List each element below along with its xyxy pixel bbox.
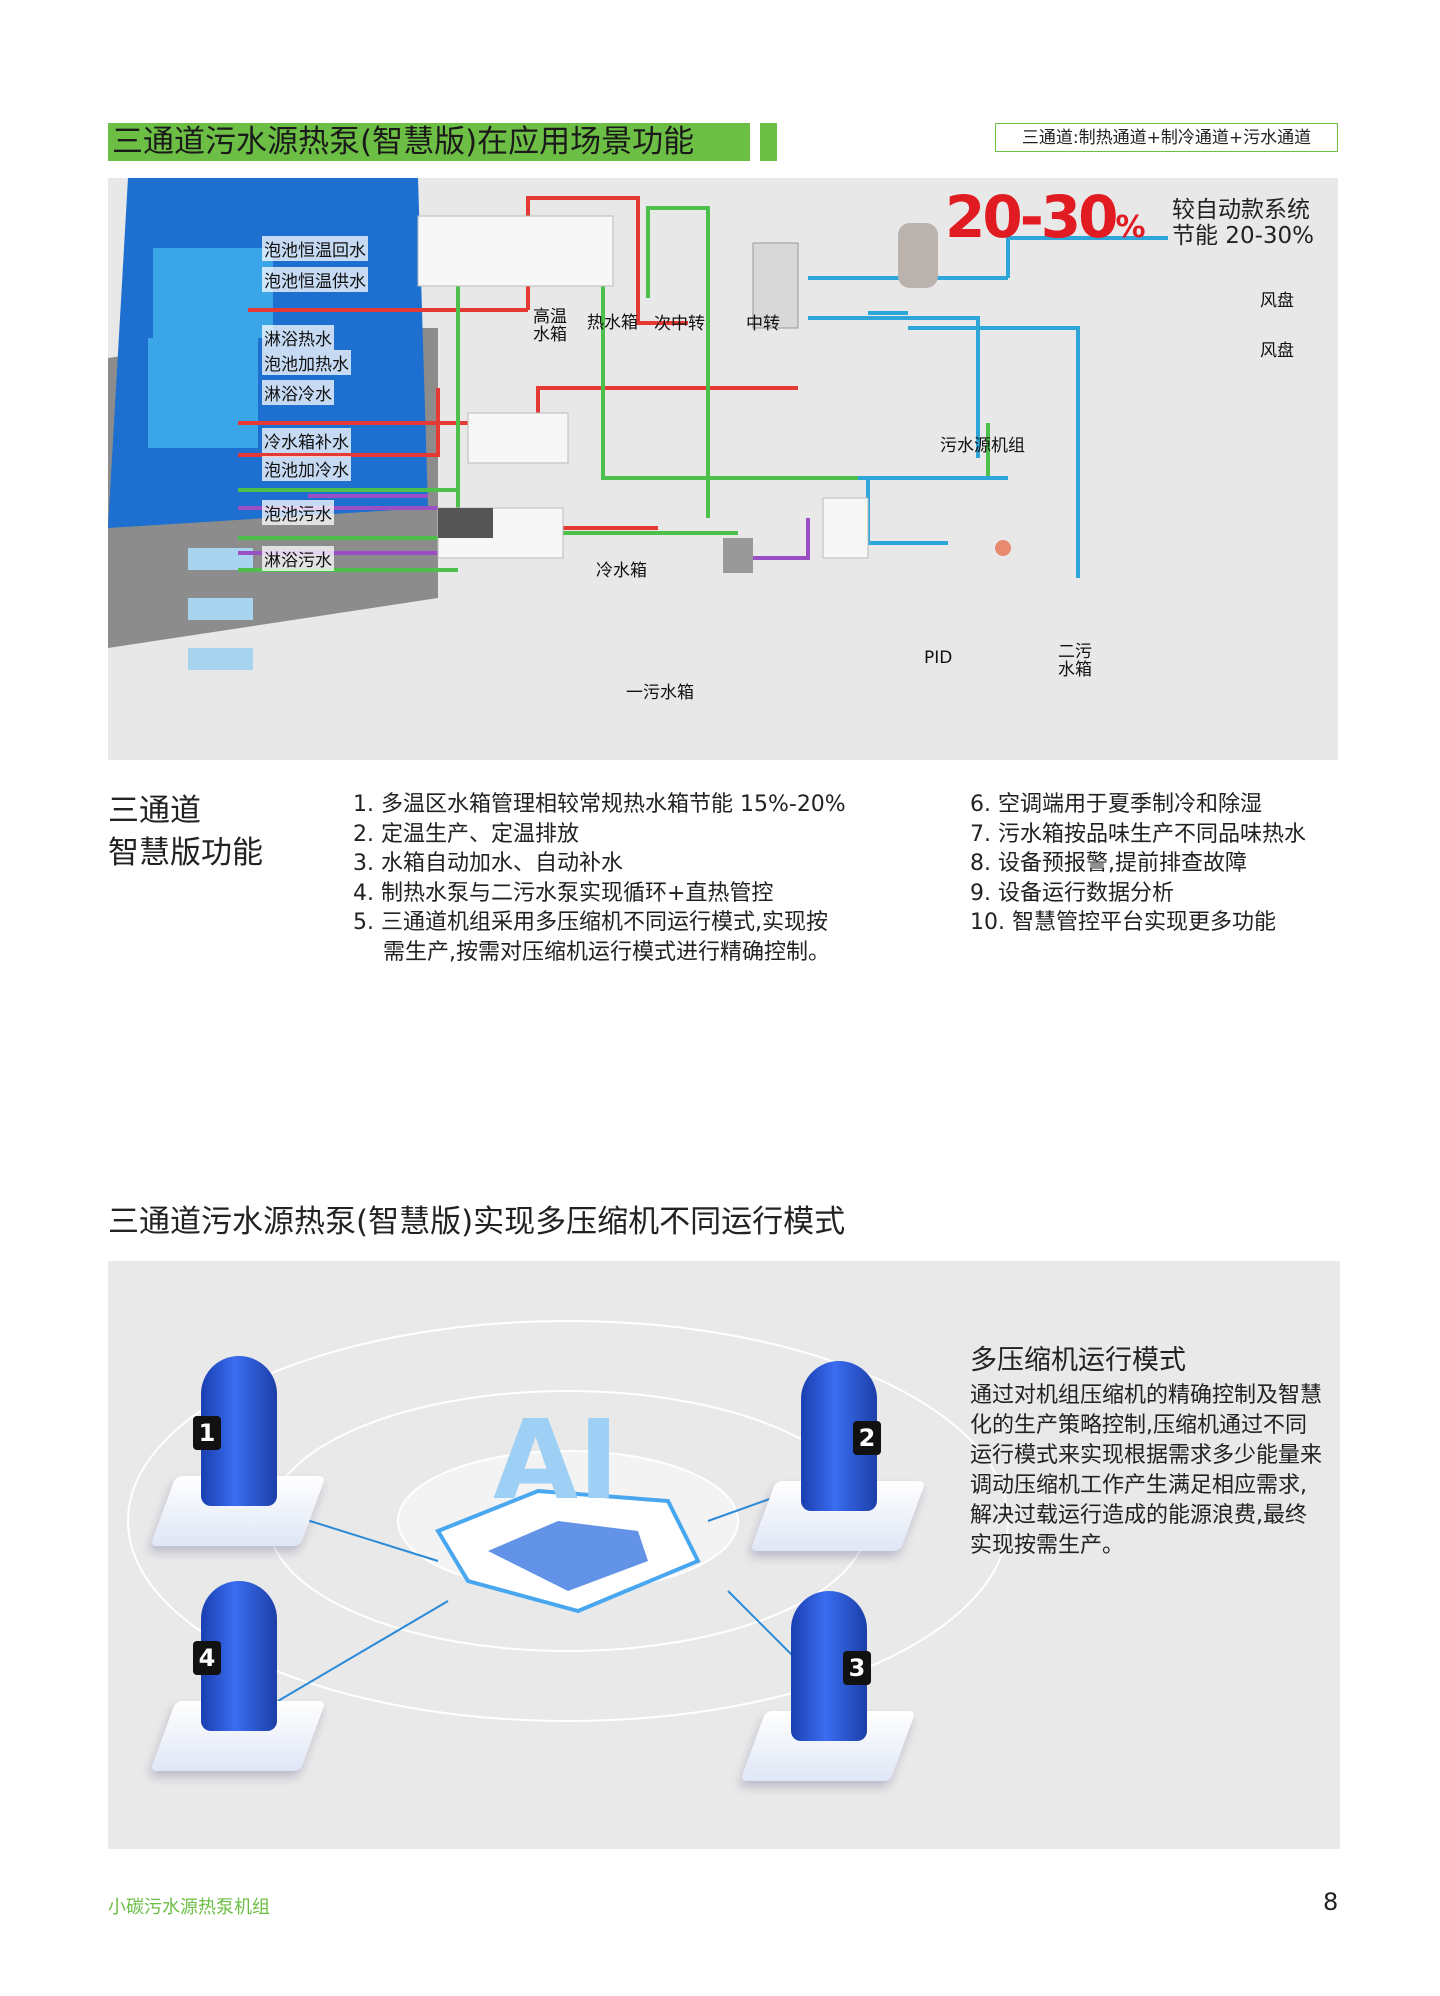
label-pool-cold: 泡池加冷水	[262, 456, 351, 481]
tank-sub-transfer: 次中转	[654, 314, 705, 334]
label-shower-hot: 淋浴热水	[262, 325, 334, 350]
feature-item: 7. 污水箱按品味生产不同品味热水	[970, 821, 1306, 847]
feature-item: 5. 三通道机组采用多压缩机不同运行模式,实现按	[353, 910, 828, 935]
label-pool-return: 泡池恒温回水	[262, 236, 368, 261]
compressor-number: 4	[193, 1641, 221, 1675]
saving-figure: 20-30%	[945, 183, 1146, 251]
saving-percent: %	[1115, 210, 1146, 245]
compressor-3: 3	[740, 1591, 916, 1791]
feature-item: 4. 制热水泵与二污水泵实现循环+直热管控	[353, 880, 774, 906]
fan-coil-1: 风盘	[1260, 291, 1294, 311]
saving-number: 20-30	[945, 183, 1118, 251]
pid-controller: PID	[924, 648, 953, 668]
feature-item: 需生产,按需对压缩机运行模式进行精确控制。	[383, 939, 830, 965]
compressor-4: 4	[150, 1581, 326, 1781]
ai-logo: AI	[493, 1396, 620, 1524]
feature-item: 6. 空调端用于夏季制冷和除湿	[970, 792, 1262, 817]
fan-coil-2: 风盘	[1260, 341, 1294, 361]
label-shower-cold: 淋浴冷水	[262, 380, 334, 405]
footer-brand: 小碳污水源热泵机组	[108, 1897, 270, 1918]
compressor-number: 3	[843, 1651, 871, 1685]
tank-hot: 热水箱	[587, 313, 638, 333]
tank-sewage-2: 二污水箱	[1058, 642, 1092, 680]
title-accent-bar	[760, 123, 777, 161]
feature-item: 8. 设备预报警,提前排查故障	[970, 851, 1247, 876]
compressor-number: 1	[193, 1416, 221, 1450]
channels-badge: 三通道:制热通道+制冷通道+污水通道	[995, 123, 1338, 152]
section2-title: 三通道污水源热泵(智慧版)实现多压缩机不同运行模式	[108, 1204, 846, 1240]
saving-note-1: 较自动款系统	[1172, 197, 1310, 223]
rings-graphic	[127, 1320, 1009, 1722]
feature-item: 1. 多温区水箱管理相较常规热水箱节能 15%-20%	[353, 792, 846, 817]
feature-item: 3. 水箱自动加水、自动补水	[353, 851, 623, 876]
sewage-source-unit: 污水源机组	[940, 436, 1025, 456]
label-pool-supply: 泡池恒温供水	[262, 267, 368, 292]
feature-item: 10. 智慧管控平台实现更多功能	[970, 910, 1276, 935]
features-heading-line2: 智慧版功能	[108, 835, 263, 871]
section-title: 三通道污水源热泵(智慧版)在应用场景功能	[108, 123, 750, 161]
label-shower-sewage: 淋浴污水	[262, 546, 334, 571]
features-list-2: 6. 空调端用于夏季制冷和除湿 7. 污水箱按品味生产不同品味热水 8. 设备预…	[970, 790, 1306, 938]
compressor-illustration: AI 1 2 3 4	[108, 1261, 1340, 1849]
label-pool-sewage: 泡池污水	[262, 500, 334, 525]
features-heading: 三通道 智慧版功能	[108, 790, 263, 874]
label-pool-heat: 泡池加热水	[262, 350, 351, 375]
compressor-2: 2	[750, 1361, 926, 1561]
compressor-number: 2	[853, 1421, 881, 1455]
mode-heading: 多压缩机运行模式	[970, 1345, 1186, 1376]
features-heading-line1: 三通道	[108, 793, 201, 829]
tank-high-temp: 高温水箱	[533, 307, 567, 345]
compressor-1: 1	[150, 1356, 326, 1556]
mode-description: 通过对机组压缩机的精确控制及智慧化的生产策略控制,压缩机通过不同运行模式来实现根…	[970, 1383, 1323, 1558]
tank-sewage-1: 一污水箱	[626, 683, 694, 703]
tank-cold: 冷水箱	[596, 561, 647, 581]
page-number: 8	[1323, 1888, 1339, 1916]
saving-note-2: 节能 20-30%	[1172, 223, 1314, 249]
tank-transfer: 中转	[746, 314, 780, 334]
system-diagram: 泡池恒温回水 泡池恒温供水 淋浴热水 泡池加热水 淋浴冷水 冷水箱补水 泡池加冷…	[108, 178, 1338, 760]
feature-item: 2. 定温生产、定温排放	[353, 821, 579, 847]
feature-item: 9. 设备运行数据分析	[970, 880, 1174, 906]
label-cold-refill: 冷水箱补水	[262, 428, 351, 453]
features-list-1: 1. 多温区水箱管理相较常规热水箱节能 15%-20% 2. 定温生产、定温排放…	[353, 790, 846, 967]
